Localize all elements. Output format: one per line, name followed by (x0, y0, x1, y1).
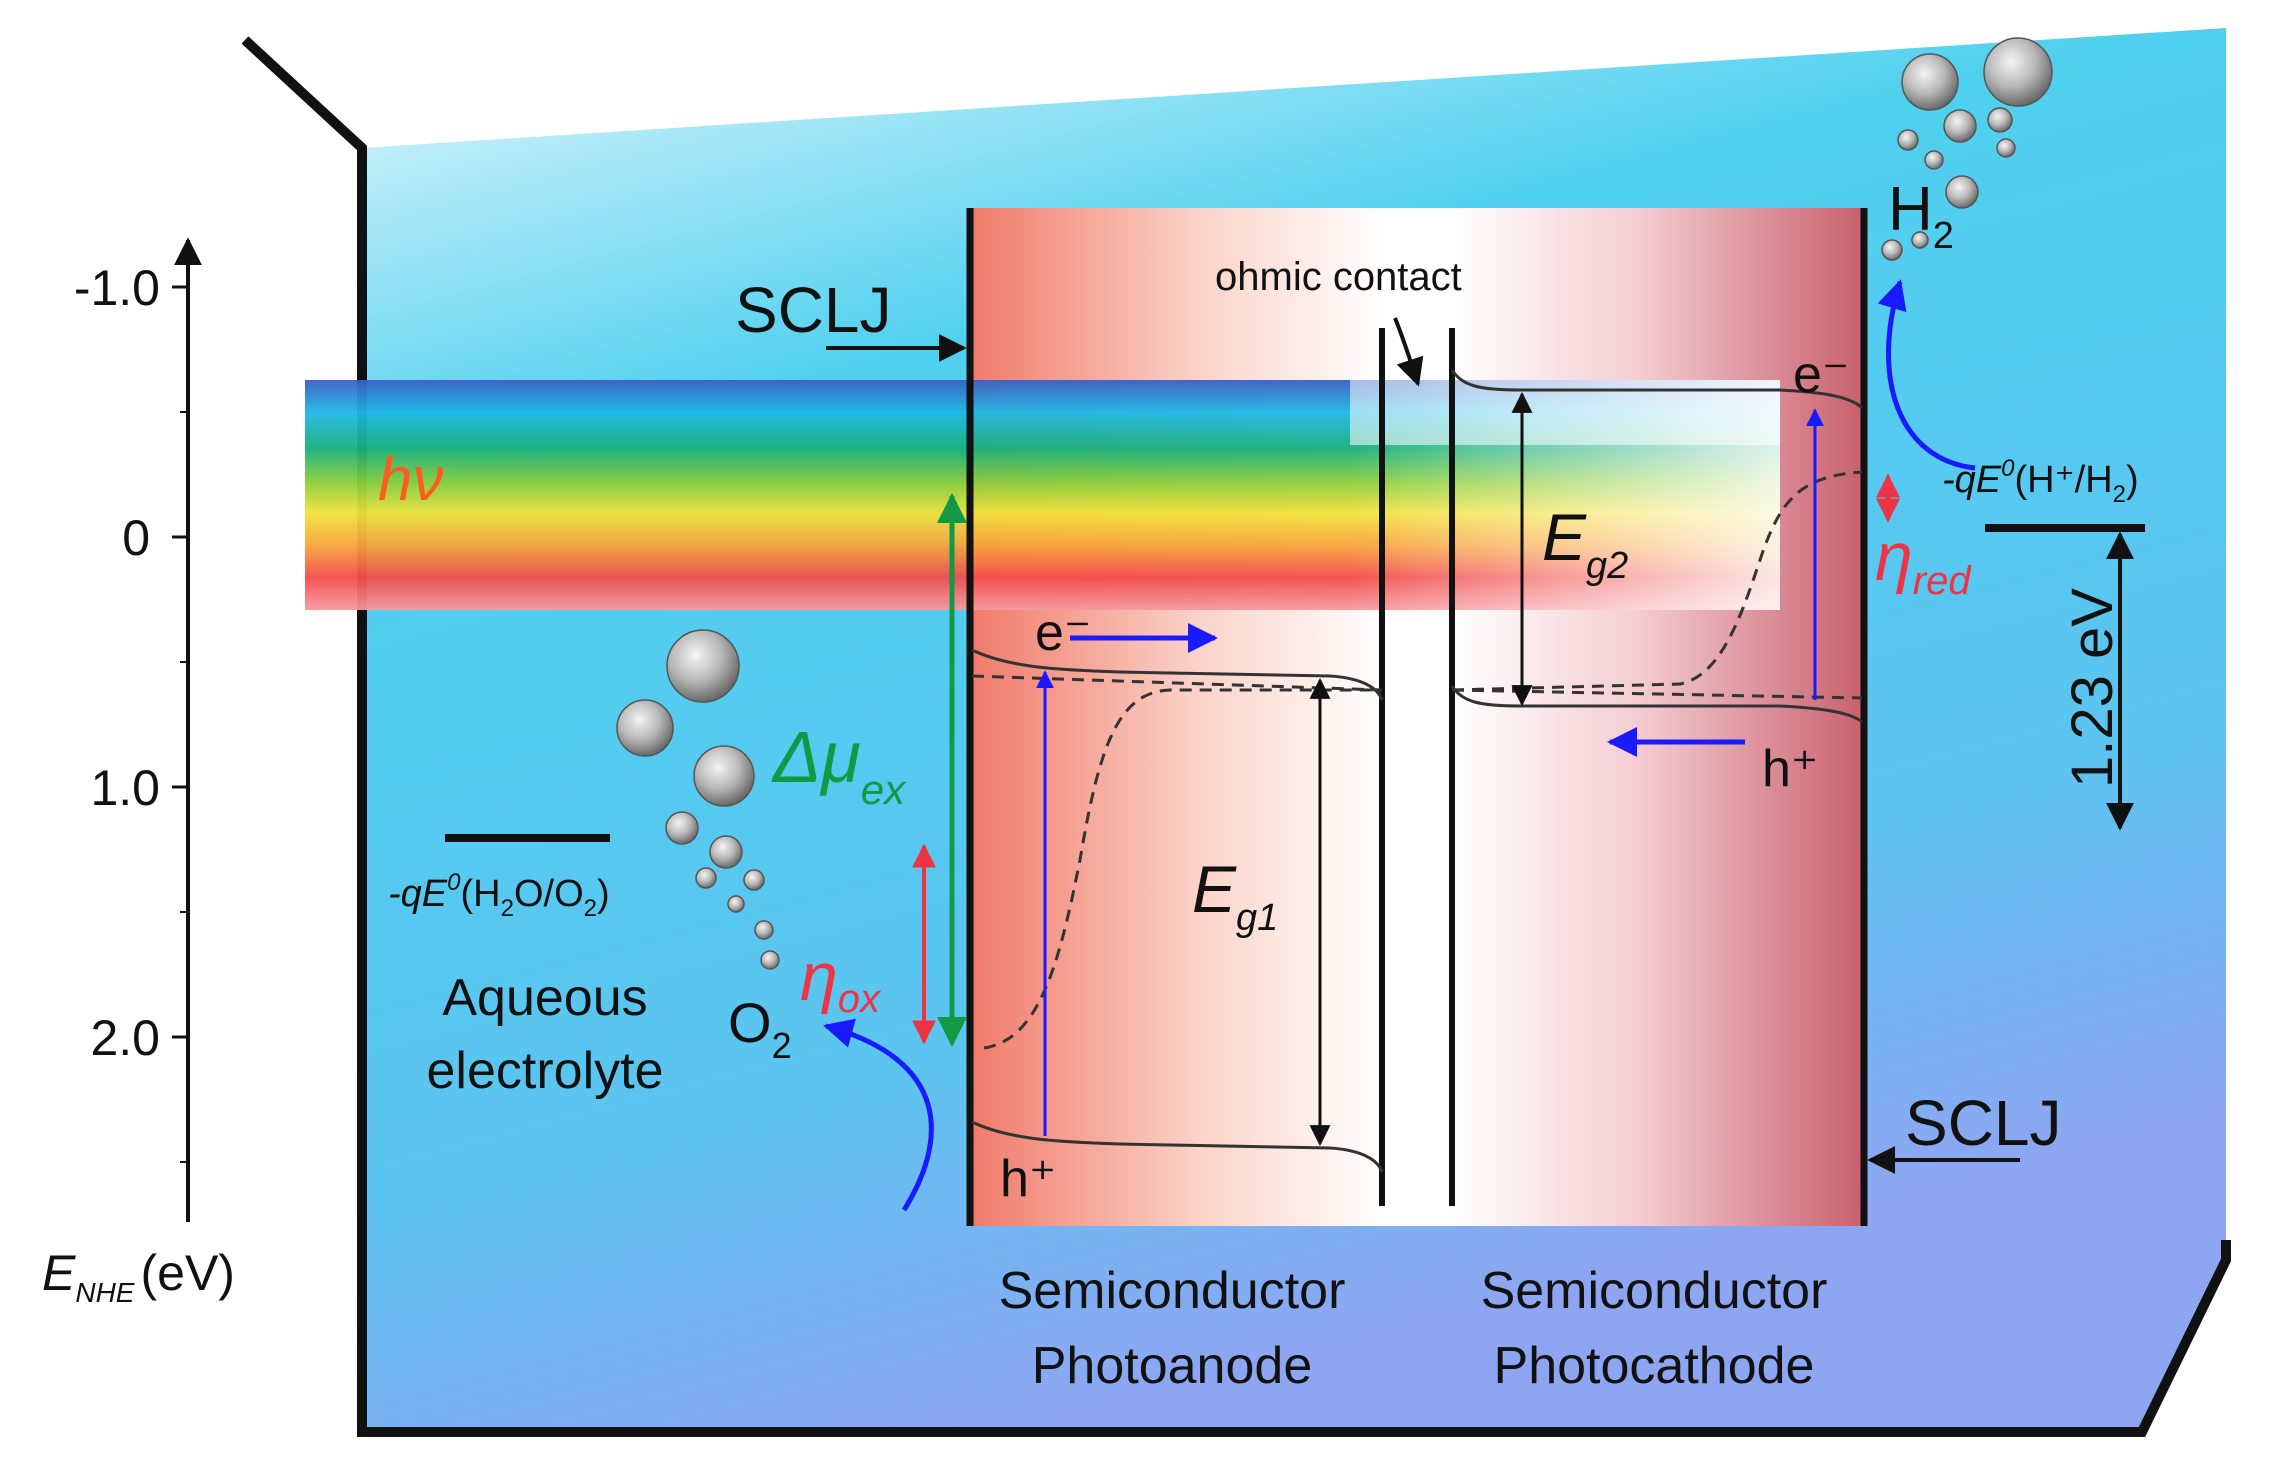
sclj-cathode-label: SCLJ (1905, 1087, 2062, 1159)
ohmic-gap (1382, 208, 1452, 1226)
delta-mu-label: Δμex (771, 718, 907, 813)
ev-label: 1.23 eV (2060, 588, 2125, 788)
light-band (305, 380, 1780, 610)
cathode-conduction-band (1450, 369, 1864, 410)
o2-reference-label: -qE0(H2O/O2) (388, 869, 610, 922)
photocathode-title-2: Photocathode (1494, 1337, 1815, 1395)
anode-quasi-fermi-hole (983, 688, 1382, 1050)
axis-tick-label: 1.0 (90, 760, 160, 816)
anode-electron-label: e⁻ (1035, 604, 1091, 662)
h2-bubbles (1881, 37, 2053, 261)
ohmic-contact-label: ohmic contact (1215, 255, 1462, 299)
axis-tick-label: -1.0 (74, 260, 160, 316)
photoanode-title-1: Semiconductor (999, 1262, 1346, 1320)
axis-title: ENHE(eV) (42, 1245, 235, 1308)
o2-bubbles (616, 629, 780, 970)
eg2-label: Eg2 (1542, 500, 1628, 587)
hv-label: hν (378, 445, 443, 514)
ohmic-contact-arrow (1393, 317, 1424, 387)
eta-red-label: ηred (1875, 519, 1972, 603)
anode-valence-band (971, 1120, 1384, 1173)
cathode-hole-label: h⁺ (1762, 740, 1818, 798)
anode-hole-label: h⁺ (1000, 1150, 1056, 1208)
anode-conduction-band (971, 648, 1384, 701)
cathode-quasi-fermi-electron (1451, 470, 1863, 692)
photocathode-title-1: Semiconductor (1481, 1262, 1828, 1320)
photocathode-body (1452, 208, 1864, 1226)
cathode-electron-label: e⁻ (1793, 346, 1849, 404)
o2-label: O2 (728, 991, 792, 1066)
h2-reference-label: -qE0(H⁺/H2) (1942, 455, 2139, 508)
sclj-anode-label: SCLJ (735, 274, 892, 346)
cathode-valence-band (1450, 685, 1863, 724)
eg1-label: Eg1 (1192, 852, 1278, 939)
axis-tick-label: 0 (122, 510, 150, 566)
electrolyte-label: electrolyte (427, 1042, 664, 1100)
eta-ox-label: ηox (800, 939, 882, 1021)
aqueous-label: Aqueous (442, 969, 647, 1027)
energy-axis: -1.0 0 1.0 2.0 ENHE(eV) (42, 237, 235, 1308)
o2-evolution-arrow (823, 1018, 934, 1212)
h2-label: H2 (1888, 175, 1954, 257)
axis-tick-label: 2.0 (90, 1010, 160, 1066)
photoanode-title-2: Photoanode (1032, 1337, 1313, 1395)
h2-evolution-arrow (1877, 279, 1976, 471)
